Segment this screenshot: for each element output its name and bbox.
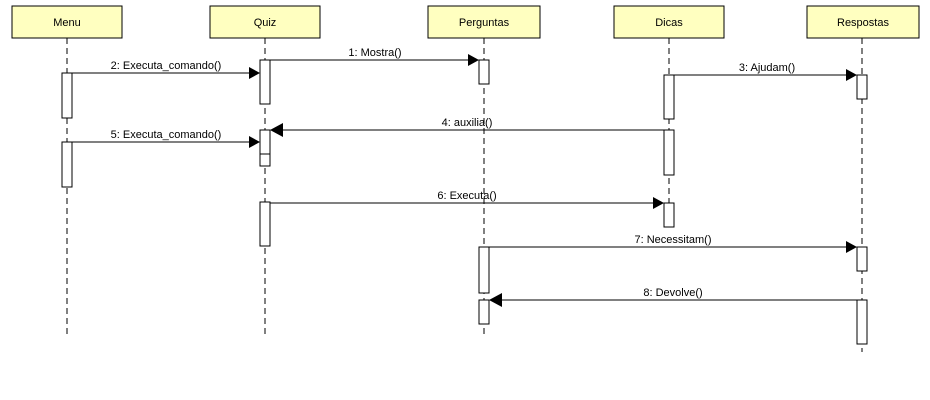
message-4-arrowhead xyxy=(270,123,283,137)
lifeline-quiz-box[interactable] xyxy=(209,5,321,39)
activation-respostas-3 xyxy=(856,299,868,345)
message-7-label: 7: Necessitam() xyxy=(634,234,711,246)
message-8-label: 8: Devolve() xyxy=(643,287,702,299)
lifeline-respostas: Respostas xyxy=(806,5,920,352)
lifeline-perguntas: Perguntas xyxy=(427,5,541,338)
message-6-label: 6: Executa() xyxy=(437,190,496,202)
message-1: 1: Mostra() xyxy=(270,47,479,66)
activation-quiz-1 xyxy=(259,59,271,105)
message-2-label: 2: Executa_comando() xyxy=(111,60,222,72)
activation-perguntas-2 xyxy=(478,246,490,294)
lifeline-dicas-box[interactable] xyxy=(613,5,725,39)
lifeline-dicas: Dicas xyxy=(613,5,725,228)
activation-perguntas-3 xyxy=(478,299,490,325)
message-6-arrowhead xyxy=(653,197,664,209)
activation-perguntas-1 xyxy=(478,59,490,85)
message-1-arrowhead xyxy=(468,54,479,66)
message-3-arrowhead xyxy=(846,69,857,81)
lifeline-menu-box[interactable] xyxy=(11,5,123,39)
lifeline-perguntas-box[interactable] xyxy=(427,5,541,39)
message-3: 3: Ajudam() xyxy=(674,62,857,81)
activation-dicas-3 xyxy=(663,202,675,228)
activation-respostas-1 xyxy=(856,74,868,100)
lifeline-perguntas-label: Perguntas xyxy=(459,17,510,29)
lifeline-dicas-label: Dicas xyxy=(655,17,683,29)
message-3-label: 3: Ajudam() xyxy=(739,62,795,74)
message-2-arrowhead xyxy=(249,67,260,79)
message-8-arrowhead xyxy=(489,293,502,307)
message-2: 2: Executa_comando() xyxy=(72,60,260,79)
lifeline-respostas-box[interactable] xyxy=(806,5,920,39)
message-5: 5: Executa_comando() xyxy=(72,129,260,148)
message-8: 8: Devolve() xyxy=(489,287,857,307)
activation-dicas-2 xyxy=(663,129,675,176)
message-5-arrowhead xyxy=(249,136,260,148)
activation-quiz-3 xyxy=(259,201,271,247)
activation-menu-2 xyxy=(61,141,73,188)
activation-respostas-2 xyxy=(856,246,868,272)
lifeline-menu: Menu xyxy=(11,5,123,338)
activation-quiz-2-nested xyxy=(259,153,271,167)
message-6: 6: Executa() xyxy=(270,190,664,209)
message-7: 7: Necessitam() xyxy=(489,234,857,253)
activation-menu-1 xyxy=(61,72,73,119)
activation-dicas-1 xyxy=(663,74,675,120)
lifeline-respostas-label: Respostas xyxy=(837,17,889,29)
message-1-label: 1: Mostra() xyxy=(348,47,401,59)
message-4-label: 4: auxilia() xyxy=(442,117,493,129)
message-7-arrowhead xyxy=(846,241,857,253)
lifeline-menu-label: Menu xyxy=(53,17,81,29)
message-5-label: 5: Executa_comando() xyxy=(111,129,222,141)
message-4: 4: auxilia() xyxy=(270,117,664,137)
lifeline-quiz: Quiz xyxy=(209,5,321,338)
lifeline-quiz-label: Quiz xyxy=(254,17,277,29)
